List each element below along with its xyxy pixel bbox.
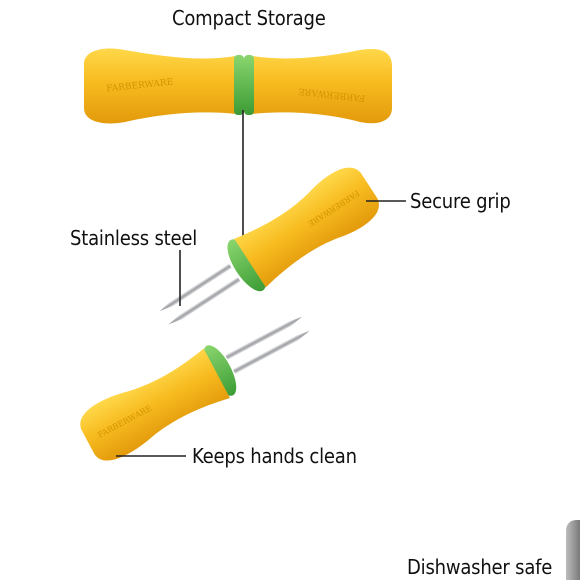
stored-handles: FARBERWARE FARBERWARE xyxy=(84,48,392,124)
label-keeps-hands-clean: Keeps hands clean xyxy=(192,444,357,468)
collar-upper xyxy=(227,239,266,292)
label-stainless-steel: Stainless steel xyxy=(70,226,198,250)
handle-lower xyxy=(80,348,230,461)
stored-handle-left xyxy=(84,48,236,124)
stored-collar-left xyxy=(234,55,244,115)
corner-edge xyxy=(566,520,580,580)
handle-upper xyxy=(234,167,379,288)
label-dishwasher-safe: Dishwasher safe xyxy=(407,555,553,579)
prong-lower-2 xyxy=(232,330,310,374)
prong-lower-1 xyxy=(225,316,303,360)
stored-collar-right xyxy=(244,55,254,115)
holder-upper: FARBERWARE xyxy=(159,167,379,325)
stored-handle-right xyxy=(252,48,392,124)
prong-upper-2 xyxy=(168,277,241,325)
prong-upper-1 xyxy=(159,263,232,312)
collar-lower xyxy=(203,345,237,396)
holder-lower: FARBERWARE xyxy=(80,316,310,461)
label-secure-grip: Secure grip xyxy=(410,189,511,213)
label-compact-storage: Compact Storage xyxy=(172,6,326,30)
